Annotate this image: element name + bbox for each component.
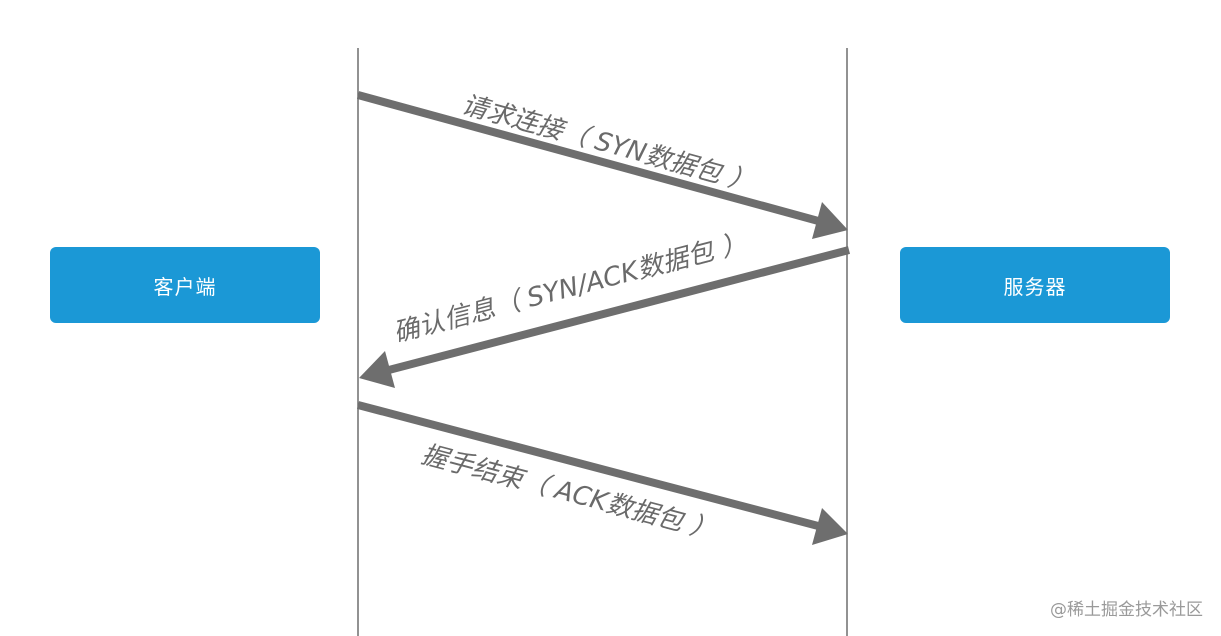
syn-ack-arrow xyxy=(359,246,851,388)
ack-arrow xyxy=(356,401,848,545)
ack-label: 握手结束（ ACK数据包 ） xyxy=(418,440,719,547)
syn-label: 请求连接（ SYN数据包 ） xyxy=(458,90,758,199)
syn-arrow xyxy=(356,91,848,239)
watermark: @稀土掘金技术社区 xyxy=(1050,600,1203,620)
client-node: 客户端 xyxy=(50,247,320,323)
server-node: 服务器 xyxy=(900,247,1170,323)
server-label: 服务器 xyxy=(1003,274,1067,299)
client-label: 客户端 xyxy=(153,274,217,299)
